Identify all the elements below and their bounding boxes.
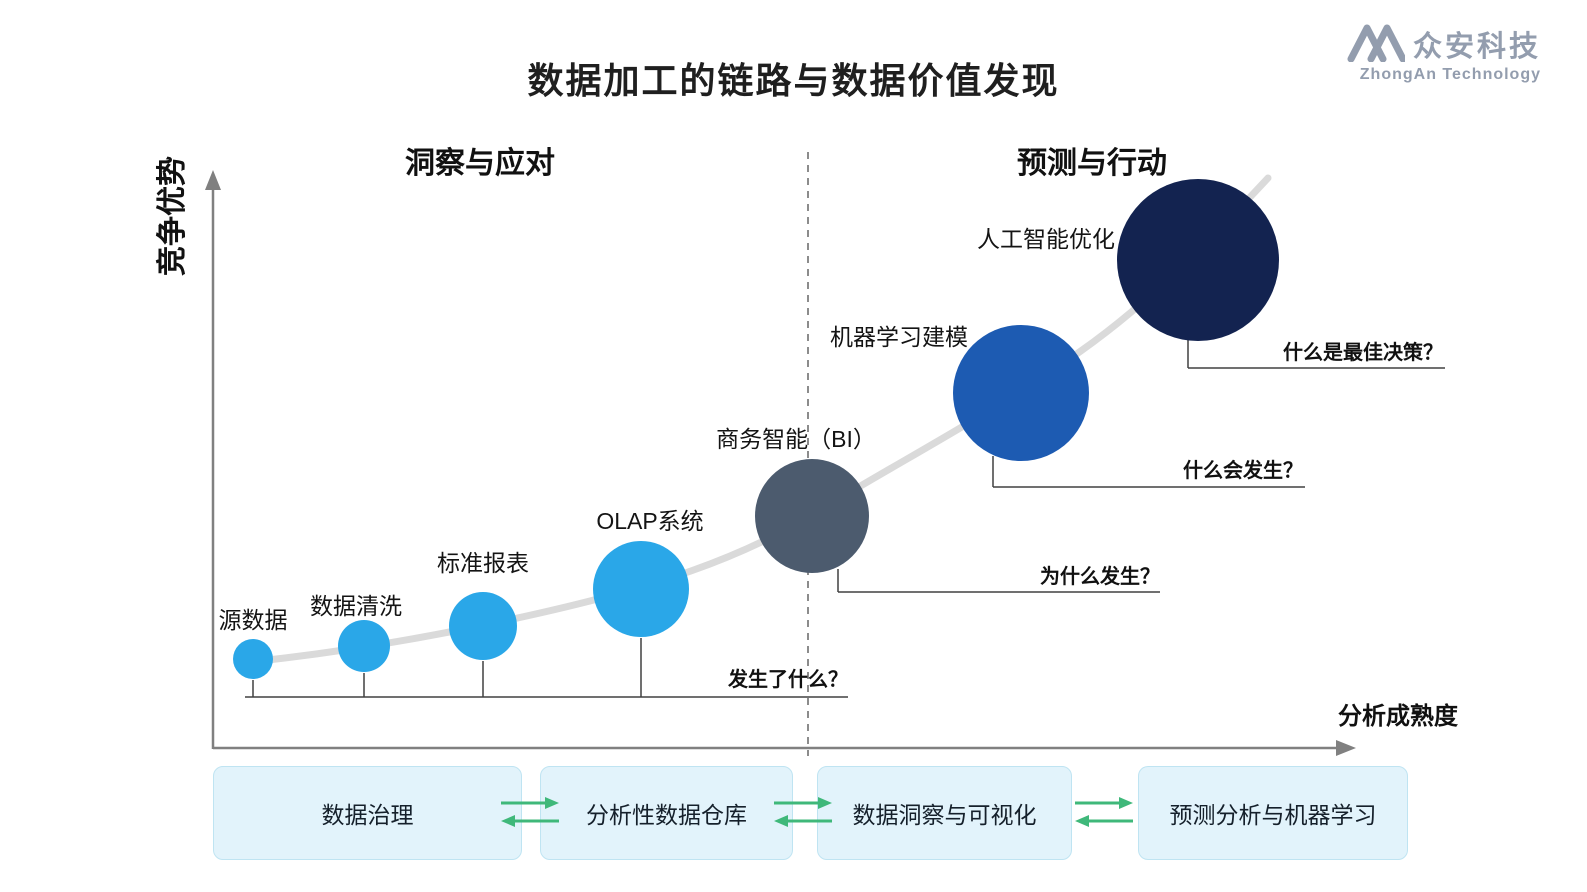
logo: 众安科技 ZhongAn Technology [1347,22,1541,84]
connector-what-will-happen [992,456,1305,488]
stage-label-source-data: 源数据 [218,607,288,633]
x-axis [213,740,1356,756]
stage-bubble-olap-system [593,541,689,637]
question-best-decision: 什么是最佳决策？ [1283,342,1443,364]
stage-bubble-source-data [233,639,273,679]
stage-label-business-intelligence: 商务智能（BI） [716,426,876,452]
question-what-will-happen: 什么会发生？ [1183,460,1303,482]
x-axis-label: 分析成熟度 [1338,703,1458,730]
question-what-happened: 发生了什么？ [728,669,848,691]
stage-label-ml-modeling: 机器学习建模 [830,324,968,350]
process-box-analytical-warehouse: 分析性数据仓库 [540,766,793,860]
exchange-arrows-icon-2 [774,797,832,827]
process-label-predictive-ml: 预测分析与机器学习 [1169,802,1377,828]
process-box-predictive-ml: 预测分析与机器学习 [1138,766,1408,860]
process-box-data-governance: 数据治理 [213,766,522,860]
section-header-insight: 洞察与应对 [405,147,555,180]
stage-bubble-ml-modeling [953,325,1089,461]
section-header-predict: 预测与行动 [1017,147,1167,180]
exchange-arrows-icon-3 [1075,797,1133,827]
process-label-analytical-warehouse: 分析性数据仓库 [586,802,747,828]
process-label-data-governance: 数据治理 [321,802,414,828]
logo-subtitle: ZhongAn Technology [1359,66,1541,83]
stage-bubble-data-cleaning [338,620,390,672]
connector-why-happened [837,569,1160,593]
page-title: 数据加工的链路与数据价值发现 [527,60,1060,101]
stage-label-olap-system: OLAP系统 [596,508,704,534]
stage-label-data-cleaning: 数据清洗 [310,593,402,619]
connector-best-decision [1187,340,1445,369]
exchange-arrows-icon-1 [501,797,559,827]
stage-bubble-ai-optimization [1117,179,1279,341]
process-box-insight-visualization: 数据洞察与可视化 [817,766,1072,860]
question-why-happened: 为什么发生？ [1040,566,1160,588]
y-axis-label: 竞争优势 [156,156,189,276]
connector-what-happened [245,638,848,698]
y-axis [205,170,221,749]
stage-label-ai-optimization: 人工智能优化 [977,226,1115,252]
process-label-insight-visualization: 数据洞察与可视化 [852,802,1037,828]
logo-name: 众安科技 [1412,31,1541,63]
stage-label-standard-reports: 标准报表 [437,550,529,576]
stage-bubble-business-intelligence [755,459,869,573]
stage-bubble-standard-reports [449,592,517,660]
zhongan-logo-icon [1347,24,1405,62]
